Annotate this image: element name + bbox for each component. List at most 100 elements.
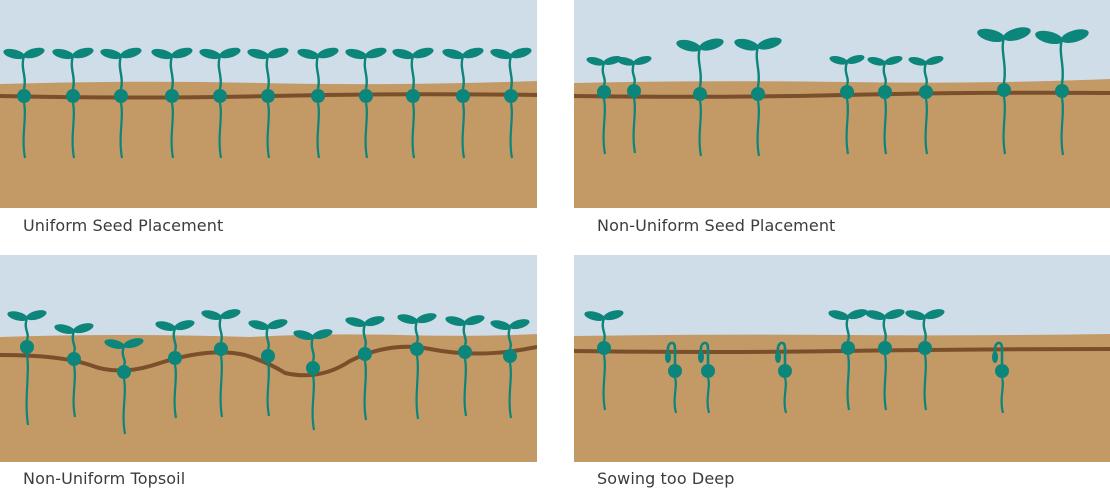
leaf — [151, 48, 173, 60]
seedlings-group — [7, 309, 530, 435]
folded-leaves — [665, 351, 671, 363]
leaf — [908, 56, 927, 66]
leaf — [509, 319, 530, 330]
non-emerged-seedling — [775, 341, 792, 414]
leaf — [445, 316, 466, 326]
seedling — [199, 47, 241, 159]
root — [1002, 96, 1007, 155]
root — [846, 354, 851, 411]
stem — [310, 336, 315, 362]
leaf — [54, 324, 75, 334]
stem — [118, 55, 123, 90]
stem — [462, 322, 467, 346]
stem — [882, 316, 887, 342]
leaf — [317, 47, 339, 59]
leaf — [1003, 27, 1031, 41]
leaf — [345, 48, 367, 60]
leaf — [510, 47, 532, 59]
seedling — [977, 27, 1031, 155]
stem — [70, 55, 75, 90]
leaf — [846, 54, 865, 64]
stem — [460, 55, 465, 90]
leaf — [584, 311, 605, 321]
seed — [213, 89, 227, 103]
seedling — [247, 47, 289, 159]
root — [122, 378, 127, 435]
stem — [414, 320, 419, 343]
seed — [458, 345, 472, 359]
seedling — [442, 47, 484, 159]
leaf — [155, 321, 176, 331]
leaf — [829, 55, 848, 65]
folded-leaves — [775, 351, 781, 363]
root — [509, 102, 514, 159]
seedling — [151, 47, 193, 159]
seed — [406, 89, 420, 103]
leaf — [365, 47, 387, 59]
root — [461, 102, 466, 159]
seed — [841, 341, 855, 355]
panel-non-uniform-topsoil: Non-Uniform Topsoil — [0, 255, 537, 488]
leaf — [734, 38, 759, 51]
root — [924, 98, 929, 155]
seedling — [734, 37, 782, 157]
seedling — [829, 54, 865, 155]
seed — [261, 89, 275, 103]
seedlings-group — [586, 27, 1089, 157]
stem — [508, 55, 513, 90]
panel-sowing-too-deep: Sowing too Deep — [574, 255, 1110, 488]
stem — [24, 317, 29, 341]
seed — [995, 364, 1009, 378]
leaf — [603, 55, 622, 65]
illustration-non-uniform-placement — [574, 0, 1110, 208]
leaf — [397, 314, 418, 324]
leaf — [100, 48, 122, 60]
seed — [17, 89, 31, 103]
seedling — [100, 47, 142, 159]
seedling — [104, 338, 144, 435]
stem — [697, 47, 702, 88]
leaf — [633, 55, 652, 65]
seed — [840, 85, 854, 99]
stem — [507, 326, 512, 350]
leaf — [73, 323, 94, 334]
non-emerged-seedling — [665, 341, 682, 414]
seedling — [392, 47, 434, 159]
root — [1060, 97, 1065, 156]
seedling — [3, 47, 45, 159]
stem — [121, 345, 126, 366]
folded-leaves — [698, 351, 704, 363]
seedling — [905, 309, 945, 411]
leaf — [120, 47, 142, 59]
root — [411, 102, 416, 159]
seedling — [616, 55, 652, 154]
root — [756, 100, 761, 157]
root — [1000, 377, 1005, 414]
seedling — [584, 310, 624, 411]
seedling — [201, 309, 241, 418]
leaf — [199, 48, 221, 60]
caption-uniform: Uniform Seed Placement — [23, 216, 224, 235]
root — [173, 364, 178, 419]
stem — [217, 55, 222, 90]
root — [508, 362, 513, 419]
seed — [359, 89, 373, 103]
stem — [631, 62, 636, 85]
seedling — [7, 310, 47, 426]
root — [170, 102, 175, 159]
leaf — [867, 56, 886, 66]
stem — [169, 55, 174, 90]
leaf — [586, 56, 605, 66]
stem — [845, 316, 850, 342]
panel-uniform-seed-placement: Uniform Seed Placement — [0, 0, 537, 240]
seed — [168, 351, 182, 365]
stem — [410, 55, 415, 90]
seed — [778, 364, 792, 378]
leaf — [490, 48, 512, 60]
root — [845, 98, 850, 155]
stem — [315, 55, 320, 90]
curled-shoot — [776, 341, 787, 364]
seed — [997, 83, 1011, 97]
seedling — [293, 329, 333, 431]
curled-shoot — [993, 341, 1004, 364]
